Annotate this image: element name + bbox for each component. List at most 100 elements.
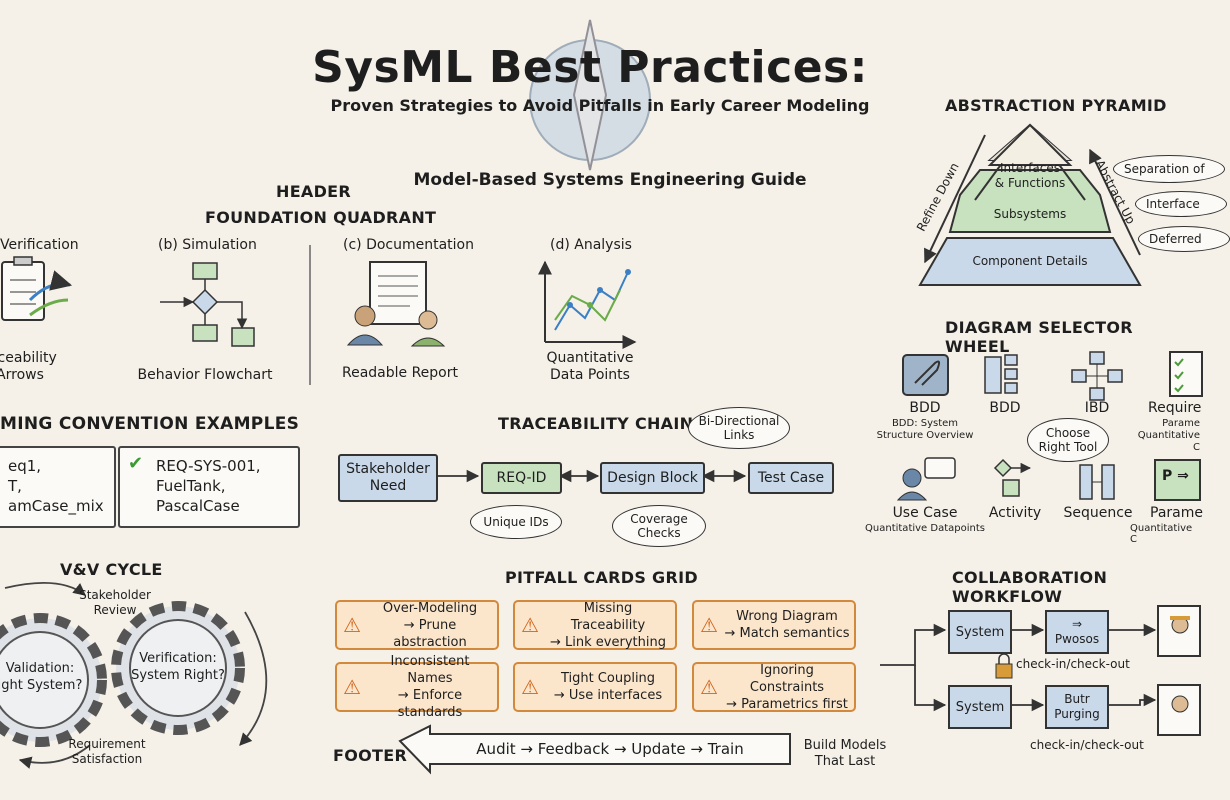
page-title: SysML Best Practices:: [312, 42, 868, 93]
pyramid-title: ABSTRACTION PYRAMID: [945, 96, 1167, 115]
lock-icon: [995, 653, 1013, 679]
validation-gear-icon: [0, 613, 107, 747]
pitfall-name: Over-Modeling: [382, 600, 478, 616]
user-chat-icon: [896, 457, 956, 501]
pyramid-level-base: Component Details: [972, 254, 1088, 268]
selector-item: IBD: [1084, 400, 1110, 416]
vv-verification-label: Verification: System Right?: [131, 651, 225, 683]
pitfall-fix: → Enforce standards: [397, 688, 463, 720]
foundation-item-caption: Behavior Flowchart: [137, 367, 273, 383]
bubble-unique-ids: Unique IDs: [470, 505, 562, 539]
bubble-bidirectional: Bi-Directional Links: [688, 407, 790, 449]
selector-sub: Quantitative Datapoints: [865, 523, 985, 534]
pitfall-name: Wrong Diagram: [736, 609, 838, 624]
bubble-separation: Separation of: [1113, 155, 1225, 183]
guide-title: Model-Based Systems Engineering Guide: [413, 170, 807, 190]
collab-title: COLLABORATION WORKFLOW: [952, 568, 1108, 606]
warning-icon: ⚠: [700, 613, 718, 637]
warning-icon: ⚠: [343, 613, 361, 637]
pitfall-name: Inconsistent Names: [390, 654, 470, 686]
foundation-item-title: (b) Simulation: [158, 237, 257, 253]
pitfalls-title: PITFALL CARDS GRID: [505, 568, 698, 587]
pyramid-level-mid: Subsystems: [993, 207, 1067, 221]
footer-label: FOOTER: [333, 746, 408, 765]
trace-node-req: REQ-ID: [481, 462, 562, 494]
pitfall-card: ⚠Missing Traceability→ Link everything: [513, 600, 677, 650]
engineer-icon-1: [1157, 605, 1201, 657]
traceability-title: TRACEABILITY CHAIN: [498, 414, 694, 433]
vv-validation-label: Validation: ight System?: [0, 661, 83, 693]
parametric-icon: [1154, 459, 1201, 501]
pitfall-fix: → Prune abstraction: [393, 617, 467, 650]
naming-good-box: ✔ REQ-SYS-001, FuelTank, PascalCase: [118, 446, 300, 528]
selector-item: BDD: [909, 400, 941, 416]
emblem-icon: [529, 19, 651, 171]
report-icon: [346, 261, 446, 347]
engineer-icon-2: [1157, 684, 1201, 736]
pyramid-level-top: Interfaces & Functions: [994, 161, 1066, 190]
selector-item: Require: [1148, 400, 1202, 416]
selector-sub: Parame Quantitative C: [1137, 418, 1200, 453]
footer-arrow-icon: [398, 724, 791, 775]
naming-good-text: REQ-SYS-001, FuelTank, PascalCase: [156, 457, 261, 515]
collab-box: ⇒ Pwosos: [1045, 610, 1109, 654]
selector-item: Activity: [988, 505, 1042, 521]
pitfall-card: ⚠ Wrong Diagram → Match semantics: [692, 600, 856, 650]
activity-icon: [993, 458, 1032, 497]
bubble-interface: Interface: [1135, 191, 1227, 217]
pitfall-name: Missing Traceability: [570, 600, 646, 633]
foundation-item-title: Verification: [0, 237, 79, 253]
foundation-item-caption: raceability Arrows: [0, 350, 57, 383]
warning-icon: ⚠: [521, 675, 539, 699]
header-label: HEADER: [276, 182, 352, 201]
foundation-item-title: (c) Documentation: [343, 237, 474, 253]
pitfall-name: Tight Coupling: [560, 671, 656, 686]
selector-item: Use Case: [892, 505, 958, 521]
pitfall-fix: → Use interfaces: [553, 688, 663, 703]
clipboard-icon: [1, 256, 73, 321]
pitfall-name: Ignoring Constraints: [749, 662, 825, 695]
foundation-item-caption: Quantitative Data Points: [546, 350, 634, 383]
pitfall-fix: → Parametrics first: [726, 696, 848, 712]
flowchart-icon: [160, 262, 255, 347]
foundation-label: FOUNDATION QUADRANT: [205, 208, 437, 227]
selector-title: DIAGRAM SELECTOR WHEEL: [945, 318, 1133, 356]
pitfall-card: ⚠ Ignoring Constraints→ Parametrics first: [692, 662, 856, 712]
selector-sub: BDD: System Structure Overview: [876, 418, 974, 441]
diagram-canvas: [0, 19, 1203, 775]
foundation-item-caption: Readable Report: [341, 365, 458, 381]
chart-icon: [538, 260, 637, 349]
trace-node-stakeholder: Stakeholder Need: [338, 454, 438, 502]
bubble-coverage: Coverage Checks: [612, 505, 706, 547]
pitfall-card: ⚠Inconsistent Names→ Enforce standards: [335, 654, 499, 720]
selector-item: Parame: [1150, 505, 1203, 521]
collab-box: System: [948, 610, 1012, 654]
parametric-label: P ⇒: [1162, 468, 1189, 484]
footer-steps: Audit → Feedback → Update → Train: [476, 740, 744, 758]
collab-box: Butr Purging: [1045, 685, 1109, 729]
bubble-choose-tool: Choose Right Tool: [1027, 418, 1109, 462]
checklist-icon: [1169, 351, 1203, 397]
collab-box: System: [948, 685, 1012, 729]
vv-bottom-label: Requirement Satisfaction: [68, 737, 146, 766]
vv-top-label: Stakeholder Review: [79, 588, 151, 617]
selector-sub: Quantitative C: [1130, 523, 1193, 545]
selector-item: Sequence: [1063, 505, 1133, 521]
trace-node-design: Design Block: [600, 462, 705, 494]
pyramid-icon: [918, 123, 1142, 286]
page-subtitle: Proven Strategies to Avoid Pitfalls in E…: [330, 96, 870, 115]
vv-title: V&V CYCLE: [60, 560, 163, 579]
foundation-item-title: (d) Analysis: [550, 237, 632, 253]
pitfall-fix: → Match semantics: [724, 626, 850, 641]
checkin-label: check-in/check-out: [1016, 657, 1130, 671]
naming-bad-box: eq1, T, amCase_mix: [0, 446, 116, 528]
pitfall-fix: → Link everything: [550, 634, 666, 650]
footer-tagline: Build Models That Last: [803, 738, 887, 769]
pitfall-card: ⚠ Over-Modeling→ Prune abstraction: [335, 600, 499, 650]
bubble-deferred: Deferred: [1138, 226, 1230, 252]
warning-icon: ⚠: [700, 675, 718, 699]
check-icon: ✔: [128, 453, 144, 474]
verification-gear-icon: [111, 601, 245, 735]
blocks-icon: [984, 354, 1018, 394]
trace-node-test: Test Case: [748, 462, 834, 494]
